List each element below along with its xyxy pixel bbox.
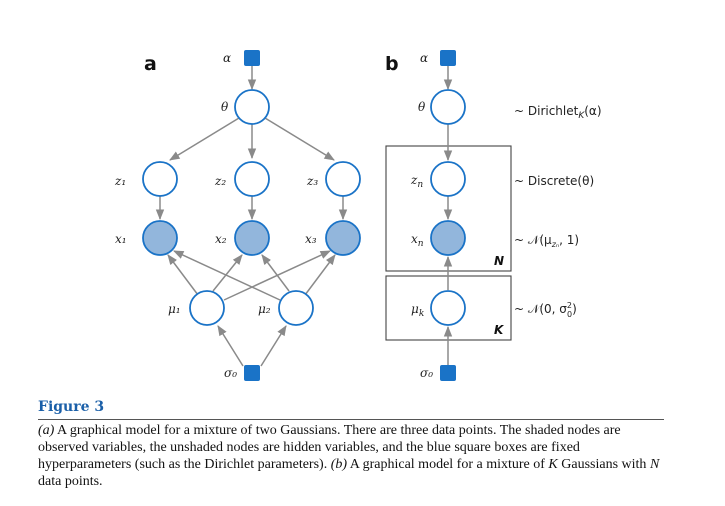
x1-label: x₁ [115,232,127,246]
mu1-node [189,290,225,326]
caption-b-tag: (b) [330,457,348,472]
sigma0-label: σ₀ [224,366,237,380]
b-xn-observed-node [430,220,466,256]
dist-theta: ~ DirichletK(α) [514,104,602,121]
mu1-label: μ₁ [168,302,181,316]
z1-node [142,161,178,197]
x3-label: x₃ [305,232,317,246]
alpha-hyperparameter-node [244,50,260,66]
figure-caption: (a) A graphical model for a mixture of t… [38,422,666,490]
graphical-model-diagram: a α θ z₁ z₂ z₃ x₁ x₂ x₃ μ₁ μ₂ σ₀ b N [114,50,602,381]
edge-mu1-x1 [167,254,199,296]
caption-k: K [548,457,558,472]
sigma0-hyperparameter-node [244,365,260,381]
x2-observed-node [234,220,270,256]
caption-a-text: A graphical model for a mixture of two G… [38,423,621,472]
x2-label: x₂ [215,232,227,246]
b-zn-node [430,161,466,197]
dist-x: ~ 𝒩(μzₙ, 1) [514,233,579,249]
figure-title: Figure 3 [38,399,105,415]
edge-theta-z1 [169,117,240,161]
caption-b-text-1: A graphical model for a mixture of [347,457,549,472]
mu2-node [278,290,314,326]
b-sigma0-label: σ₀ [420,366,433,380]
b-alpha-label: α [420,51,428,65]
dist-z: ~ Discrete(θ) [514,174,594,188]
b-muk-node [430,290,466,326]
b-zn-label: zn [410,173,423,190]
caption-b-text-3: data points. [38,474,103,489]
z2-label: z₂ [214,174,226,188]
b-muk-label: μk [411,302,424,319]
alpha-label: α [223,51,231,65]
edge-sigma-mu2 [260,325,287,367]
b-theta-node [430,89,466,125]
z1-label: z₁ [114,174,126,188]
panel-a-label: a [144,53,157,75]
z2-node [234,161,270,197]
z3-node [325,161,361,197]
theta-label: θ [221,100,229,114]
b-sigma0-hyperparameter-node [440,365,456,381]
caption-n: N [649,457,660,472]
plate-k-label: K [494,323,505,337]
edge-mu2-x3 [304,254,336,296]
b-xn-label: xn [411,232,424,249]
z3-label: z₃ [306,174,318,188]
caption-a-tag: (a) [38,423,55,438]
caption-b-text-2: Gaussians with [557,457,650,472]
caption-divider [38,419,664,420]
x3-observed-node [325,220,361,256]
edge-mu2-x1 [173,250,281,301]
panel-a-edges [155,66,348,367]
edge-sigma-mu1 [217,325,244,367]
b-alpha-hyperparameter-node [440,50,456,66]
mu2-label: μ₂ [258,302,271,316]
b-theta-label: θ [418,100,426,114]
theta-node [234,89,270,125]
panel-b-label: b [385,53,399,75]
edge-mu2-x2 [261,254,290,292]
edge-mu1-x2 [212,254,243,292]
edge-theta-z3 [264,117,335,161]
x1-observed-node [142,220,178,256]
plate-n-label: N [494,254,504,268]
